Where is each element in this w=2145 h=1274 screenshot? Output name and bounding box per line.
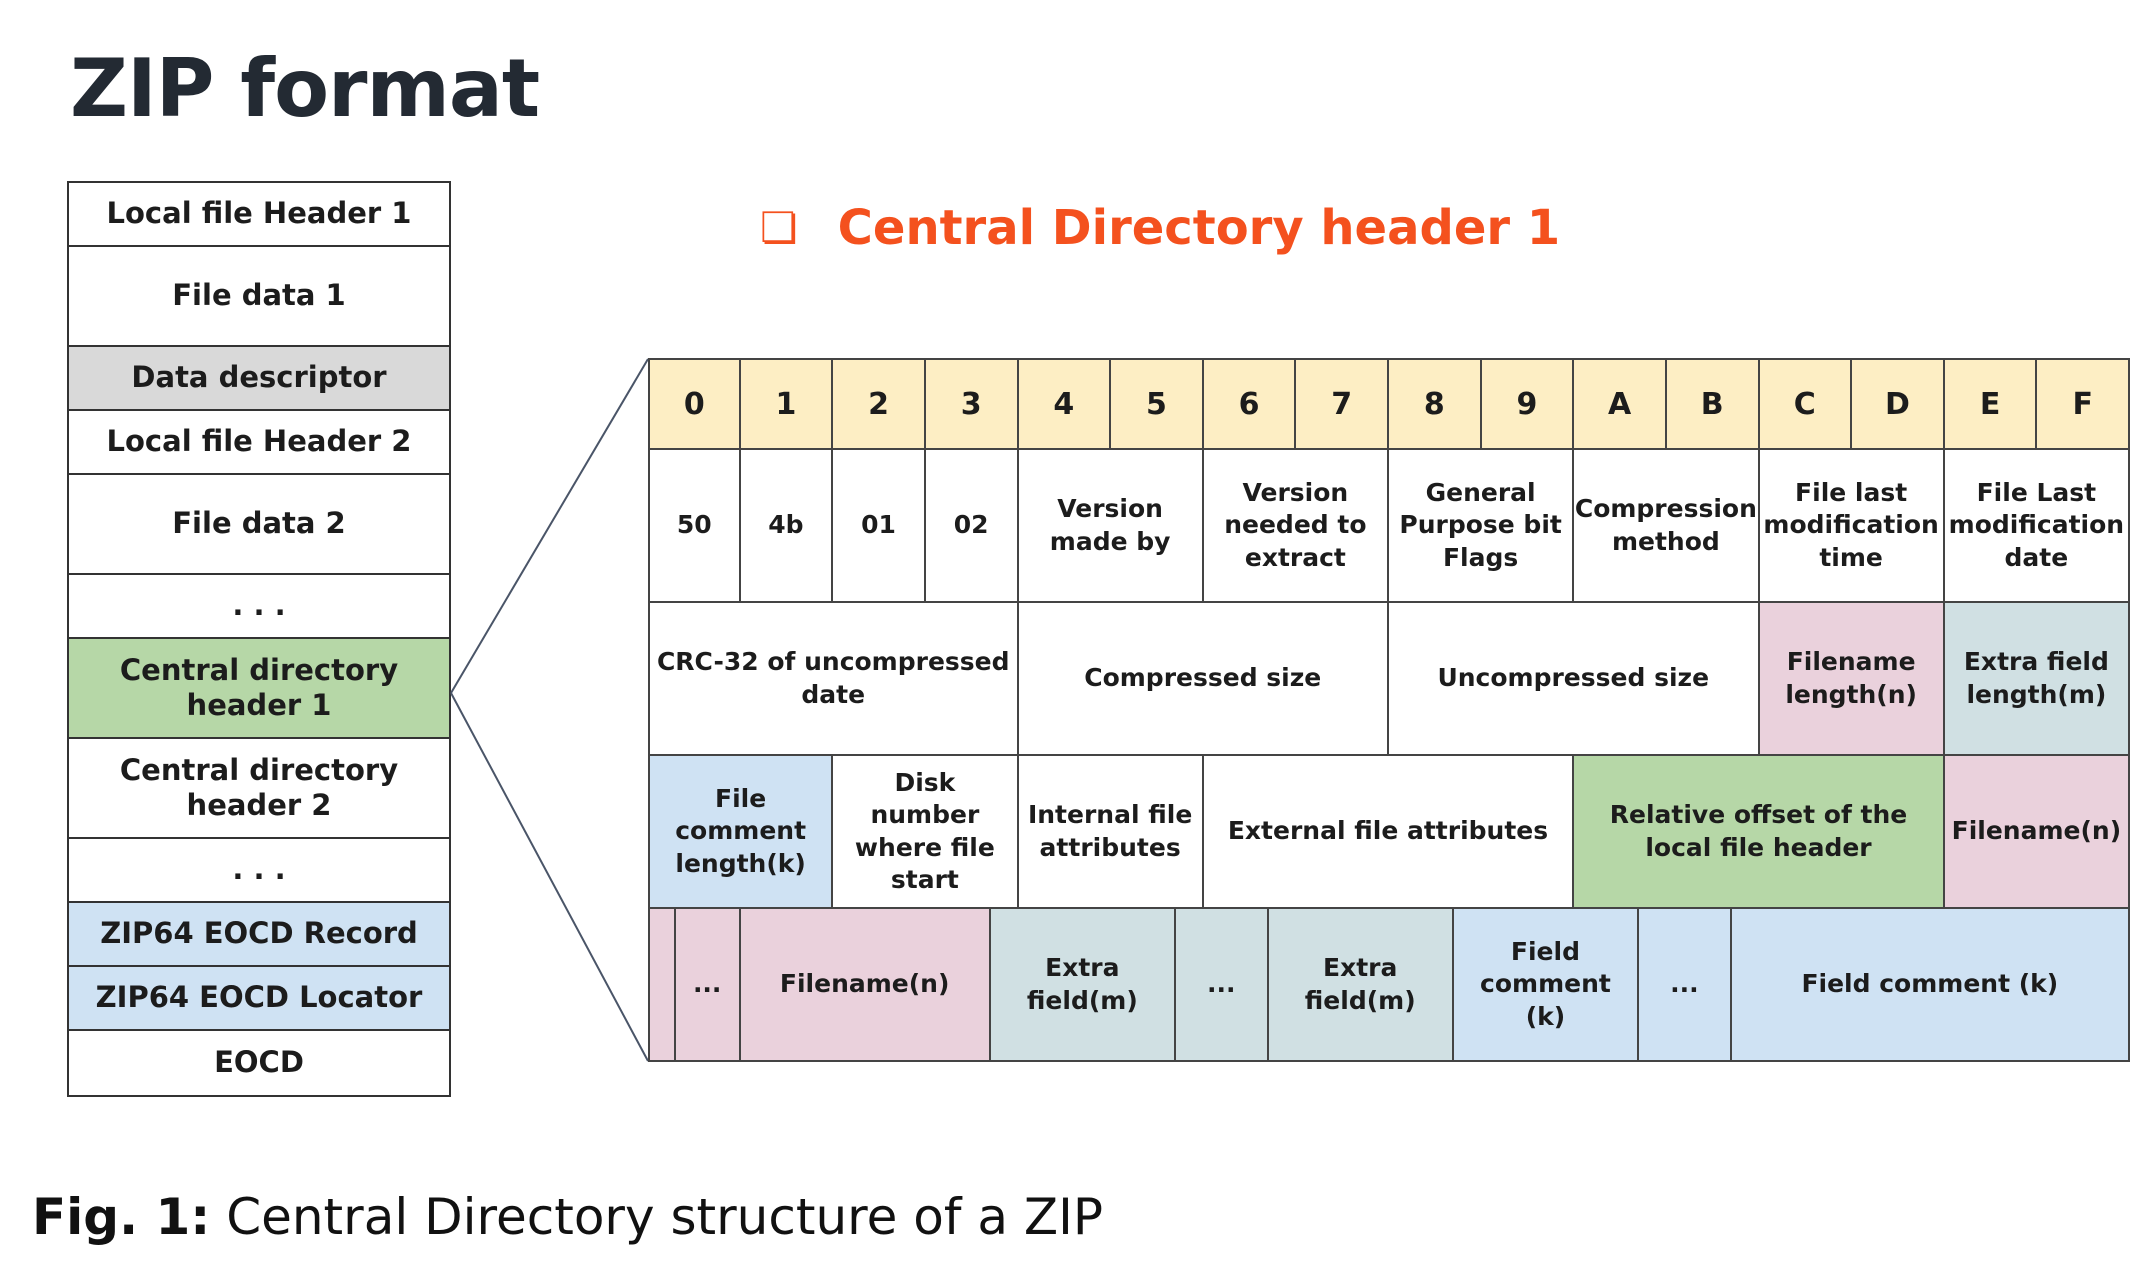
field-cell: Internal file attributes bbox=[1018, 756, 1204, 909]
field-cell: Compressed size bbox=[1018, 603, 1389, 756]
field-cell: Field comment (k) bbox=[1453, 909, 1640, 1062]
stack-block: Central directory header 1 bbox=[69, 639, 449, 739]
field-cell: General Purpose bit Flags bbox=[1389, 450, 1575, 603]
byte-offset-cell: 5 bbox=[1111, 358, 1204, 450]
field-cell: Disk number where file start bbox=[833, 756, 1019, 909]
byte-offset-cell: D bbox=[1852, 358, 1945, 450]
field-cell: Uncompressed size bbox=[1389, 603, 1760, 756]
figure-caption: Fig. 1: Central Directory structure of a… bbox=[32, 1188, 1103, 1246]
field-cell: Filename(n) bbox=[740, 909, 991, 1062]
byte-offset-cell: B bbox=[1666, 358, 1760, 450]
page-title: ZIP format bbox=[70, 42, 540, 135]
byte-offset-cell: 6 bbox=[1203, 358, 1297, 450]
byte-offset-cell: F bbox=[2037, 358, 2130, 450]
field-cell: ... bbox=[1175, 909, 1269, 1062]
field-cell: ... bbox=[1639, 909, 1732, 1062]
zoom-line-top bbox=[450, 358, 649, 694]
field-cell: File last modification time bbox=[1759, 450, 1945, 603]
stack-block: . . . bbox=[69, 839, 449, 903]
field-cell: Filename length(n) bbox=[1759, 603, 1945, 756]
field-cell: File comment length(k) bbox=[648, 756, 834, 909]
zoom-line-bottom bbox=[450, 692, 649, 1062]
stack-block: ZIP64 EOCD Locator bbox=[69, 967, 449, 1031]
byte-offset-cell: E bbox=[1944, 358, 2038, 450]
byte-offset-cell: 7 bbox=[1296, 358, 1389, 450]
field-cell: CRC-32 of uncompressed date bbox=[648, 603, 1019, 756]
stack-block: Local file Header 1 bbox=[69, 183, 449, 247]
field-cell: Extra field length(m) bbox=[1944, 603, 2130, 756]
byte-offset-cell: 8 bbox=[1389, 358, 1482, 450]
field-cell: Relative offset of the local file header bbox=[1574, 756, 1945, 909]
byte-offset-cell: 2 bbox=[833, 358, 926, 450]
byte-offset-cell: 0 bbox=[648, 358, 741, 450]
stack-block: Central directory header 2 bbox=[69, 739, 449, 839]
byte-offset-cell: 1 bbox=[740, 358, 834, 450]
caption-label: Fig. 1: bbox=[32, 1188, 211, 1246]
field-cell: Extra field(m) bbox=[990, 909, 1176, 1062]
stack-block: File data 1 bbox=[69, 247, 449, 347]
stack-block: Local file Header 2 bbox=[69, 411, 449, 475]
byte-offset-cell: 9 bbox=[1481, 358, 1575, 450]
byte-offset-cell: A bbox=[1574, 358, 1667, 450]
field-cell: File Last modification date bbox=[1944, 450, 2130, 603]
field-cell: 4b bbox=[740, 450, 834, 603]
field-cell: Version made by bbox=[1018, 450, 1204, 603]
field-cell: Compression method bbox=[1574, 450, 1760, 603]
field-cell: Version needed to extract bbox=[1203, 450, 1389, 603]
stack-block: ZIP64 EOCD Record bbox=[69, 903, 449, 967]
section-heading: ❏ Central Directory header 1 bbox=[760, 200, 1560, 256]
stack-block: Data descriptor bbox=[69, 347, 449, 411]
field-cell: 01 bbox=[833, 450, 926, 603]
field-cell: Field comment (k) bbox=[1731, 909, 2130, 1062]
byte-offset-cell: C bbox=[1759, 358, 1853, 450]
byte-offset-cell: 4 bbox=[1018, 358, 1112, 450]
field-cell: 50 bbox=[648, 450, 741, 603]
section-heading-text: Central Directory header 1 bbox=[837, 200, 1561, 256]
caption-text: Central Directory structure of a ZIP bbox=[226, 1188, 1104, 1246]
field-cell: Filename(n) bbox=[1944, 756, 2130, 909]
field-cell-sliver bbox=[648, 909, 676, 1062]
field-cell: 02 bbox=[925, 450, 1019, 603]
stack-block: File data 2 bbox=[69, 475, 449, 575]
field-cell: Extra field(m) bbox=[1268, 909, 1454, 1062]
checkbox-icon: ❏ bbox=[760, 203, 798, 252]
field-cell: External file attributes bbox=[1203, 756, 1575, 909]
stack-block: EOCD bbox=[214, 1045, 304, 1080]
byte-offset-cell: 3 bbox=[925, 358, 1019, 450]
field-cell: ... bbox=[675, 909, 741, 1062]
stack-block: . . . bbox=[69, 575, 449, 639]
